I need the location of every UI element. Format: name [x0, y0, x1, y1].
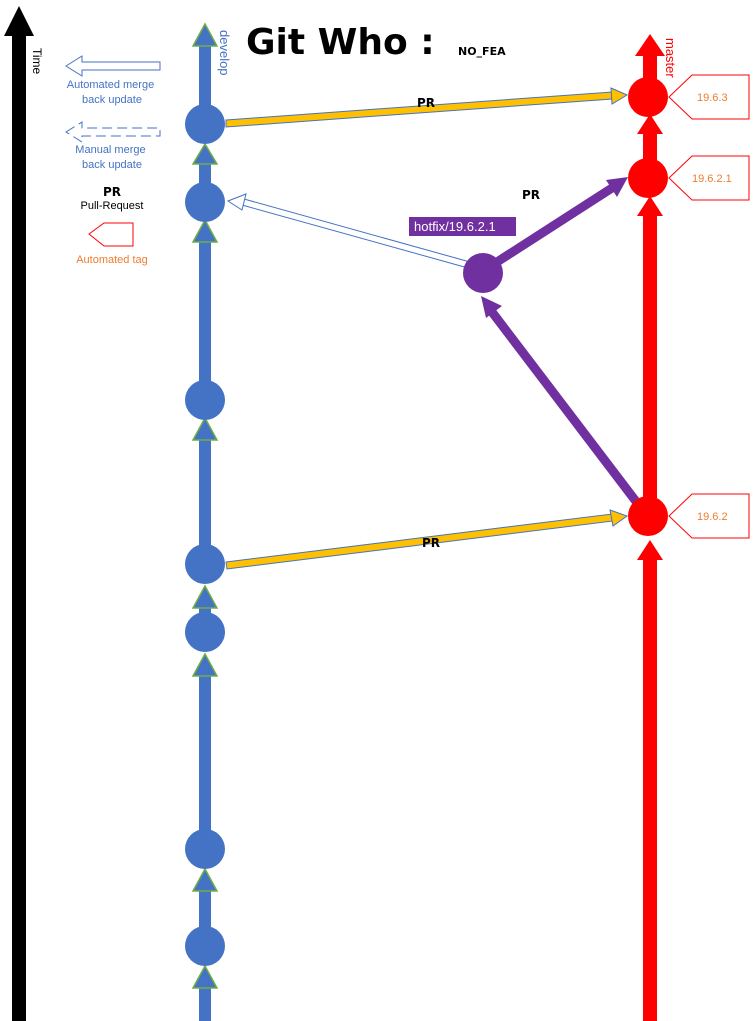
- page-title: Git Who :: [246, 22, 435, 63]
- tag-19-6-2: 19.6.2: [668, 493, 750, 539]
- pr-arrow-bottom: [225, 509, 629, 570]
- legend-pr-description: Pull-Request: [81, 200, 144, 212]
- legend-tag-shape: [88, 222, 134, 247]
- master-commit: [628, 496, 668, 536]
- pr-arrow-top: [225, 87, 629, 128]
- develop-segment: [191, 964, 219, 1021]
- time-axis-label: Time: [30, 48, 44, 75]
- hotfix-label-box: [409, 217, 516, 236]
- tag-label: 19.6.3: [697, 92, 728, 104]
- tag-label: 19.6.2.1: [692, 173, 732, 185]
- pr-label-bottom: PR: [422, 536, 440, 550]
- develop-branch: develop: [191, 22, 232, 1021]
- hotfix-pr-arrowhead: [606, 177, 628, 197]
- time-axis-arrowhead: [4, 6, 34, 36]
- master-commit: [628, 158, 668, 198]
- master-commit: [628, 77, 668, 117]
- hotfix-pr-arrow: [494, 184, 615, 266]
- master-segment: [635, 34, 665, 80]
- tag-19-6-2-1: 19.6.2.1: [668, 155, 750, 201]
- hotfix-branch-off-arrow: [488, 309, 645, 511]
- develop-commit: [185, 612, 225, 652]
- develop-commit: [185, 829, 225, 869]
- pr-label-hotfix: PR: [522, 188, 540, 202]
- legend-automated-merge-line2: back update: [82, 94, 142, 106]
- master-branch-label: master: [663, 38, 678, 78]
- master-commits: [628, 77, 668, 536]
- tag-19-6-3: 19.6.3: [668, 74, 750, 120]
- legend-manual-merge-label: Manual merge back update: [75, 144, 148, 171]
- develop-segment: [191, 22, 219, 106]
- master-segment: [637, 540, 663, 1021]
- time-axis-shaft: [12, 35, 26, 1021]
- legend-pr-title: PR: [103, 185, 121, 199]
- develop-commit: [185, 380, 225, 420]
- develop-commit: [185, 544, 225, 584]
- legend-manual-merge-line2: back update: [82, 159, 142, 171]
- manual-merge-back-arrowhead: [226, 193, 247, 211]
- master-segment: [637, 196, 663, 498]
- develop-commit: [185, 182, 225, 222]
- hotfix-branch-off-arrowhead: [481, 296, 502, 318]
- legend-automated-tag-label: Automated tag: [76, 254, 148, 266]
- legend-automated-merge-label: Automated merge back update: [67, 79, 158, 106]
- legend-automated-merge-arrow: [65, 55, 161, 77]
- develop-segment: [191, 218, 219, 381]
- tag-label: 19.6.2: [697, 511, 728, 523]
- page-title-suffix: NO_FEA: [458, 45, 506, 58]
- legend-manual-merge-line1: Manual merge: [75, 144, 145, 156]
- legend: Automated merge back update Manual merge…: [65, 55, 161, 266]
- develop-commit: [185, 926, 225, 966]
- develop-branch-label: develop: [217, 30, 232, 76]
- hotfix-branch-label: hotfix/19.6.2.1: [414, 219, 496, 234]
- develop-commits: [185, 104, 225, 966]
- master-segment: [637, 114, 663, 160]
- pr-label-top: PR: [417, 96, 435, 110]
- legend-manual-merge-arrow: [65, 121, 161, 143]
- develop-segment: [191, 652, 219, 832]
- develop-segment: [191, 142, 219, 183]
- time-axis: Time: [4, 6, 44, 1021]
- hotfix-branch: hotfix/19.6.2.1: [226, 177, 645, 511]
- master-branch: master: [635, 34, 678, 1021]
- develop-segment: [191, 867, 219, 935]
- legend-automated-merge-line1: Automated merge: [67, 79, 154, 91]
- develop-segment: [191, 416, 219, 546]
- develop-commit: [185, 104, 225, 144]
- hotfix-commit: [463, 253, 503, 293]
